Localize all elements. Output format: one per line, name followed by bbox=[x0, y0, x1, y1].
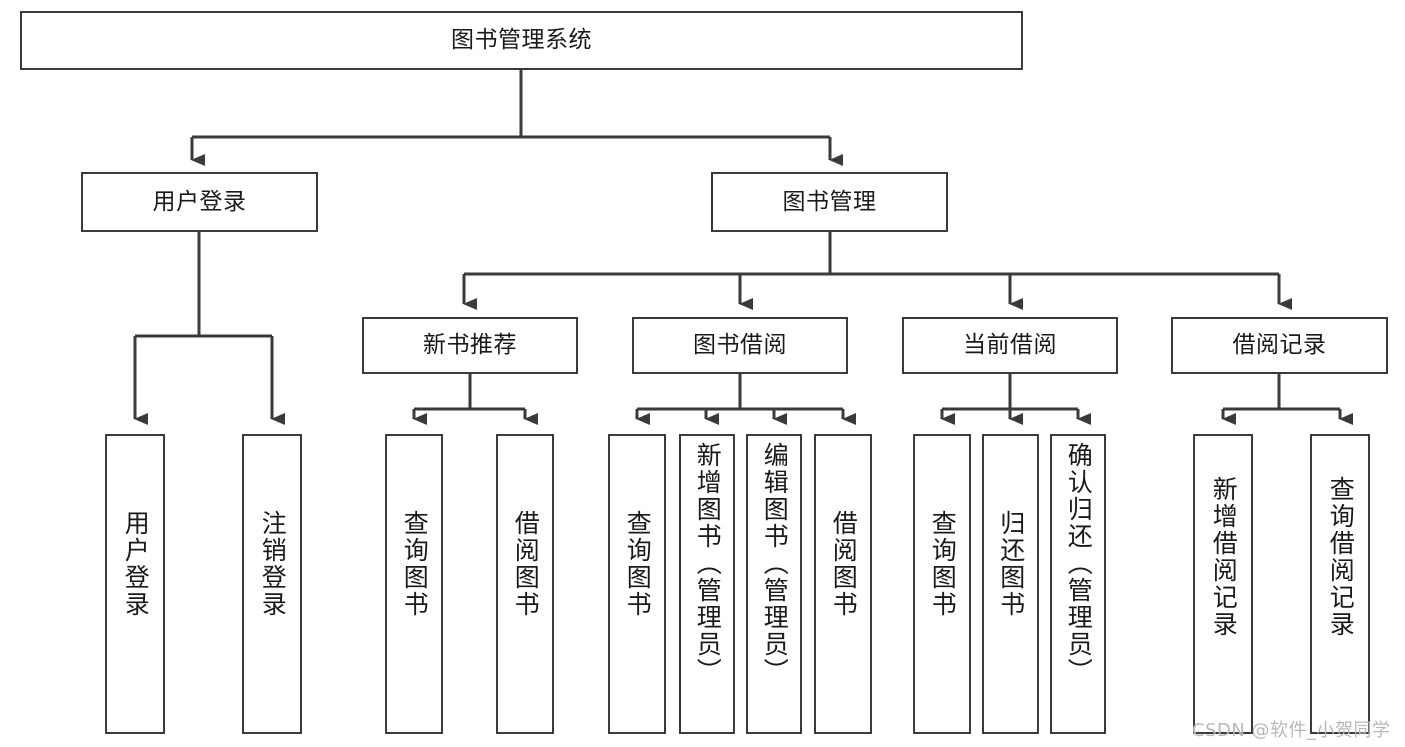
node-new-book-recommend-label: 新书推荐 bbox=[423, 332, 517, 359]
node-user-login-label: 用户登录 bbox=[152, 188, 247, 215]
leaf-query-record-label: 查询借阅记录 bbox=[1326, 476, 1356, 638]
leaf-edit-book[interactable]: 编辑图书（管理员） bbox=[746, 434, 802, 734]
node-root-label: 图书管理系统 bbox=[451, 27, 592, 54]
node-new-book-recommend[interactable]: 新书推荐 bbox=[362, 317, 578, 374]
leaf-borrow-book-1-label: 借阅图书 bbox=[511, 510, 541, 618]
leaf-borrow-book-2[interactable]: 借阅图书 bbox=[814, 434, 872, 734]
node-book-manage-label: 图书管理 bbox=[782, 188, 877, 215]
leaf-edit-book-label: 编辑图书（管理员） bbox=[760, 442, 790, 685]
node-root[interactable]: 图书管理系统 bbox=[20, 11, 1023, 70]
leaf-query-book-1[interactable]: 查询图书 bbox=[385, 434, 443, 734]
leaf-query-book-1-label: 查询图书 bbox=[400, 510, 430, 618]
leaf-query-book-3[interactable]: 查询图书 bbox=[913, 434, 971, 734]
node-current-borrow-label: 当前借阅 bbox=[963, 332, 1057, 359]
node-borrow-record-label: 借阅记录 bbox=[1232, 332, 1327, 359]
leaf-query-book-3-label: 查询图书 bbox=[928, 510, 958, 618]
csdn-watermark: CSDN @软件_小贺同学 bbox=[1192, 720, 1391, 741]
node-book-borrow-label: 图书借阅 bbox=[693, 332, 787, 359]
leaf-query-book-2-label: 查询图书 bbox=[623, 510, 653, 618]
leaf-borrow-book-2-label: 借阅图书 bbox=[829, 510, 859, 618]
leaf-add-record-label: 新增借阅记录 bbox=[1209, 476, 1239, 638]
leaf-add-record[interactable]: 新增借阅记录 bbox=[1193, 434, 1253, 734]
leaf-logout-label: 注销登录 bbox=[258, 510, 288, 618]
node-book-manage[interactable]: 图书管理 bbox=[711, 172, 948, 232]
leaf-user-login-label: 用户登录 bbox=[121, 510, 151, 618]
leaf-query-record[interactable]: 查询借阅记录 bbox=[1310, 434, 1370, 734]
leaf-user-login[interactable]: 用户登录 bbox=[105, 434, 165, 734]
leaf-query-book-2[interactable]: 查询图书 bbox=[608, 434, 666, 734]
node-book-borrow[interactable]: 图书借阅 bbox=[632, 317, 848, 374]
leaf-borrow-book-1[interactable]: 借阅图书 bbox=[496, 434, 554, 734]
leaf-return-book[interactable]: 归还图书 bbox=[982, 434, 1039, 734]
leaf-confirm-return[interactable]: 确认归还（管理员） bbox=[1050, 434, 1106, 734]
leaf-return-book-label: 归还图书 bbox=[996, 510, 1026, 618]
leaf-logout[interactable]: 注销登录 bbox=[242, 434, 302, 734]
node-current-borrow[interactable]: 当前借阅 bbox=[902, 317, 1118, 374]
leaf-confirm-return-label: 确认归还（管理员） bbox=[1064, 442, 1094, 685]
node-user-login[interactable]: 用户登录 bbox=[81, 172, 318, 232]
leaf-add-book[interactable]: 新增图书（管理员） bbox=[679, 434, 735, 734]
node-borrow-record[interactable]: 借阅记录 bbox=[1171, 317, 1388, 374]
leaf-add-book-label: 新增图书（管理员） bbox=[693, 442, 723, 685]
